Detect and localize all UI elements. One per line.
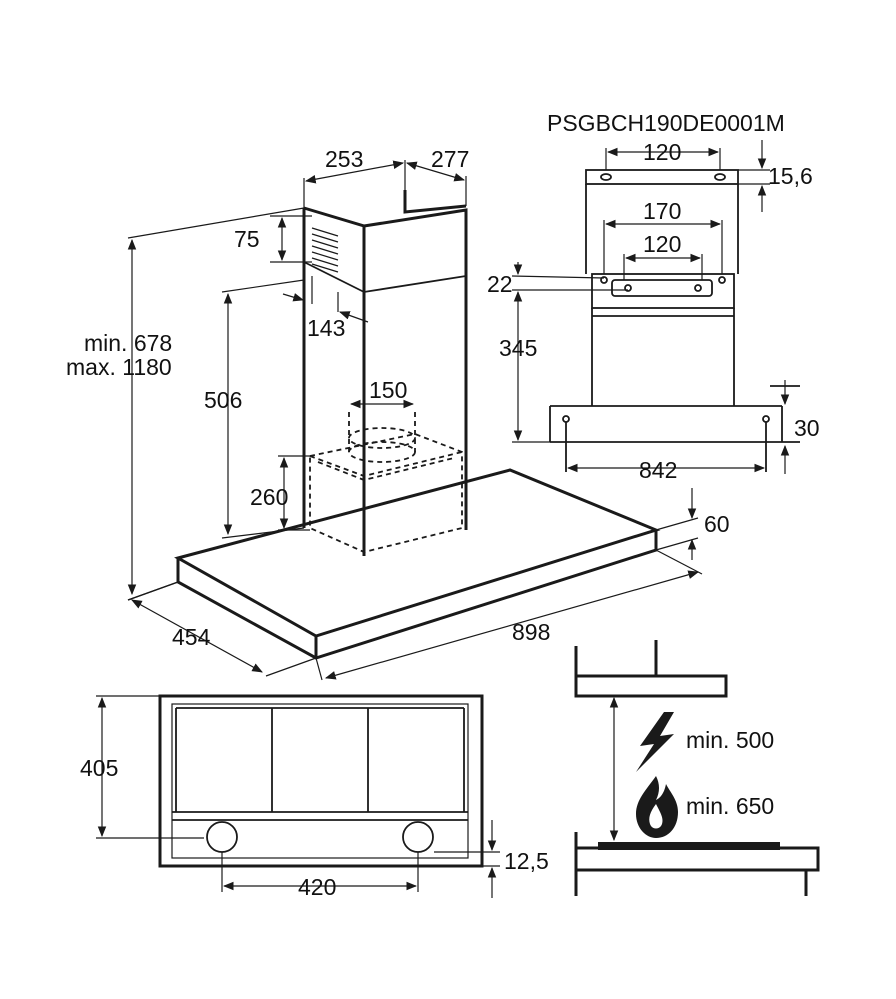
dim-chimney-depth: 277 [431,146,469,172]
dim-bottom-depth: 405 [80,755,118,781]
bottom-view: 405 420 12,5 [80,694,549,900]
dim-outer-hole-spacing: 170 [643,198,681,224]
dim-height-min: min. 678 [84,330,172,356]
dim-outlet-diameter: 150 [369,377,407,403]
dim-bracket-to-canopy: 345 [499,335,537,361]
cooktop [598,842,780,850]
dim-vent-height: 75 [234,226,260,252]
dim-light-spacing: 420 [298,874,336,900]
dim-motor-height: 260 [250,484,288,510]
dim-light-offset: 12,5 [504,848,549,874]
dim-canopy-fixing-height: 30 [794,415,820,441]
bracket-view: PSGBCH190DE0001M 120 15,6 [487,110,820,483]
dim-inner-hole-spacing: 120 [643,231,681,257]
dim-height-max: max. 1180 [66,354,172,380]
dim-canopy-fixing-spacing: 842 [639,457,677,483]
dim-canopy-width: 898 [512,619,550,645]
dim-top-bracket-offset: 15,6 [768,163,813,189]
gas-flame-icon [636,776,678,838]
light-left [206,821,238,853]
vent-grille [311,227,339,273]
dim-canopy-depth: 454 [172,624,211,650]
dim-chimney-lower: 506 [204,387,242,413]
dim-bracket-height: 22 [487,271,513,297]
dim-top-hole-spacing: 120 [643,139,681,165]
electric-icon [636,712,674,772]
dim-chimney-width: 253 [325,146,363,172]
dim-vent-offset: 143 [307,315,345,341]
model-code: PSGBCH190DE0001M [547,110,785,136]
main-hood-view: 253 277 75 143 min. 678 max. 1180 [66,146,730,681]
chimney [302,190,468,556]
light-right [402,821,434,853]
motor-box [309,433,463,553]
outlet-spigot [348,412,416,463]
clearance-gas: min. 650 [686,793,774,819]
clearance-view: min. 500 min. 650 [574,640,820,896]
dim-canopy-thickness: 60 [704,511,730,537]
clearance-electric: min. 500 [686,727,774,753]
